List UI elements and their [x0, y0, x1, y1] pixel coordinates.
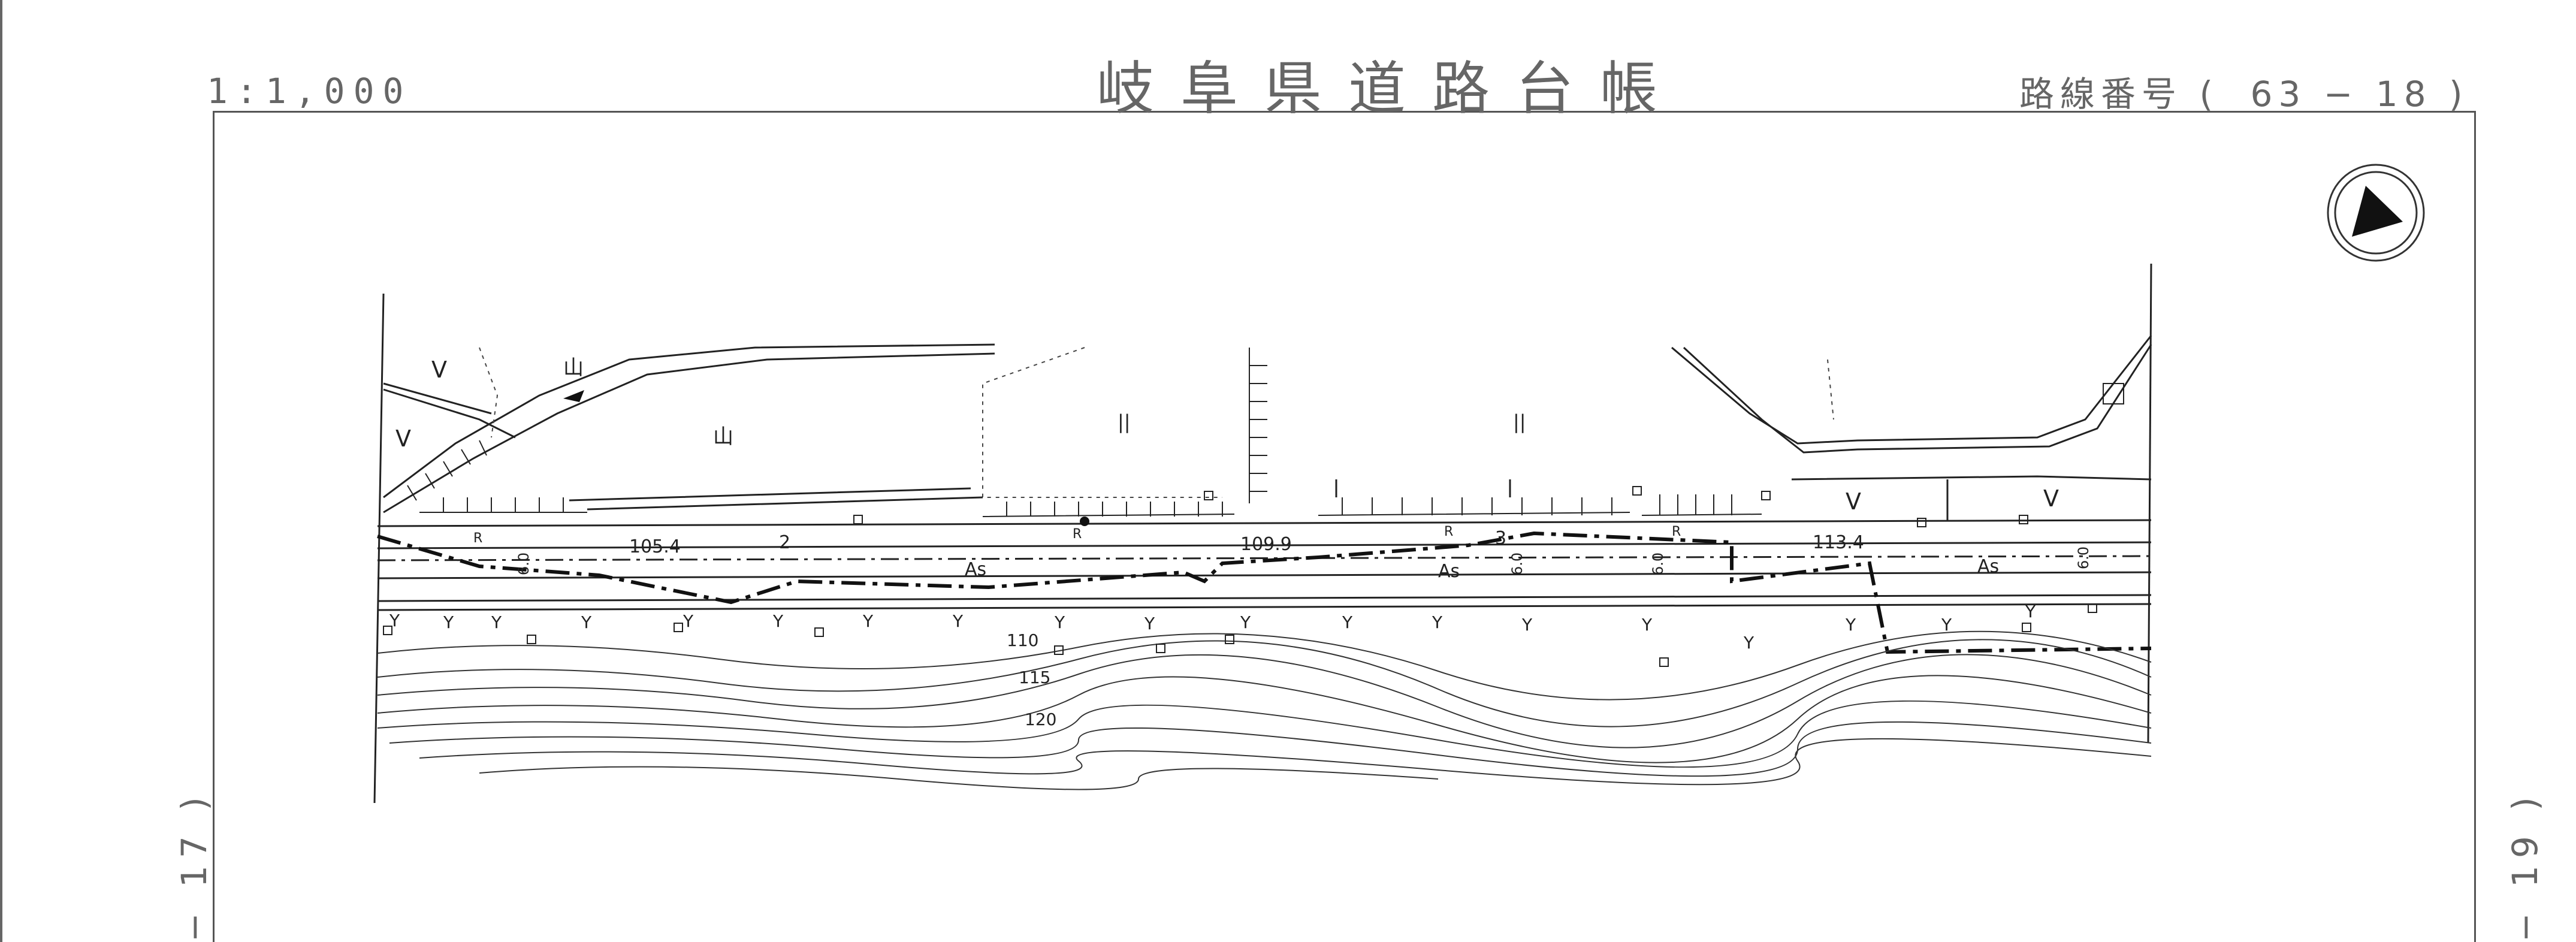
landuse-grass-3: V	[1846, 488, 1861, 515]
svg-text:Y: Y	[862, 611, 874, 631]
route-close-paren: )	[2449, 74, 2483, 114]
landuse-forest-1: 山	[563, 356, 584, 380]
contour-110: 110	[1007, 630, 1038, 650]
road-surface-1: As	[965, 559, 986, 580]
landuse-forest-2: 山	[713, 425, 733, 449]
svg-text:Y: Y	[682, 611, 694, 631]
road-marker-1: R	[473, 531, 482, 546]
svg-text:Y: Y	[1432, 612, 1443, 632]
road-width-2: 6.0	[1509, 552, 1526, 575]
landuse-grass-1: V	[431, 357, 447, 383]
boundary-line	[377, 531, 2152, 654]
road-marker-2: R	[1073, 527, 1082, 542]
svg-text:Y: Y	[1941, 615, 1952, 635]
landuse-field-1: ||	[1118, 410, 1131, 433]
svg-text:Y: Y	[1054, 612, 1065, 632]
svg-text:Y: Y	[1342, 612, 1353, 632]
km-post-2: 2	[779, 532, 790, 553]
scale-label: 1:1,000	[207, 71, 412, 111]
svg-text:Y: Y	[443, 612, 454, 632]
field-boundaries	[569, 475, 2152, 521]
svg-text:Y: Y	[1743, 633, 1754, 653]
utility-boxes	[383, 383, 2124, 667]
road-edges	[377, 519, 2152, 611]
north-arrow-icon	[2327, 164, 2425, 262]
slope-hatch	[407, 348, 1762, 517]
svg-text:Y: Y	[1144, 614, 1155, 633]
landuse-grass-2: V	[395, 425, 411, 452]
flow-arrow-icon	[563, 390, 584, 402]
landuse-grass-4: V	[2043, 485, 2059, 512]
svg-text:Y: Y	[581, 612, 592, 632]
contour-115: 115	[1019, 668, 1050, 687]
road-width-4: 6.0	[2075, 547, 2092, 569]
contour-lines	[377, 630, 2152, 790]
landuse-field-2: ||	[1513, 410, 1526, 433]
svg-text:Y: Y	[2025, 602, 2036, 621]
sheet-title: 岐阜県道路台帳	[1097, 55, 1684, 122]
survey-benchmark-icon	[1080, 517, 1089, 526]
contour-120: 120	[1025, 709, 1056, 729]
svg-text:Y: Y	[1845, 615, 1856, 635]
road-marker-4: R	[1672, 524, 1681, 539]
survey-point-2: 109.9	[1240, 534, 1292, 555]
map-frame	[213, 111, 2476, 942]
map-labels: 山 山 || || V V V V 105.4 109.9 113.4 2 3 …	[395, 356, 2092, 729]
svg-text:Y: Y	[1521, 615, 1533, 635]
sheet-left-edge	[0, 0, 2, 942]
route-open-paren: (	[2199, 74, 2234, 114]
road-marker-3: R	[1444, 524, 1453, 539]
survey-point-3: 113.4	[1813, 532, 1864, 553]
survey-point-1: 105.4	[629, 536, 681, 557]
embankment-top	[383, 335, 2152, 514]
road-surface-3: As	[1977, 556, 1999, 577]
svg-text:Y: Y	[772, 611, 784, 631]
road-width-3: 6.0	[1650, 552, 1666, 575]
rice-paddy-symbols: Y Y Y Y Y Y Y Y Y Y Y Y Y Y Y Y Y Y Y	[389, 602, 2036, 653]
km-post-3: 3	[1495, 528, 1506, 549]
route-label-text: 路線番号	[2019, 74, 2183, 114]
cut-line-right	[2147, 263, 2152, 744]
svg-text:Y: Y	[1641, 615, 1653, 635]
dotted-parcel-lines	[479, 347, 1834, 498]
route-number-label: 路線番号 ( 63 − 18 )	[2019, 66, 2483, 116]
route-number-value: 63 − 18	[2250, 74, 2432, 114]
road-width-1: 6.0	[515, 552, 532, 575]
svg-text:Y: Y	[952, 611, 964, 631]
svg-text:Y: Y	[1240, 612, 1251, 632]
svg-text:Y: Y	[491, 612, 502, 632]
svg-text:Y: Y	[389, 611, 400, 630]
road-surface-2: As	[1438, 561, 1460, 582]
